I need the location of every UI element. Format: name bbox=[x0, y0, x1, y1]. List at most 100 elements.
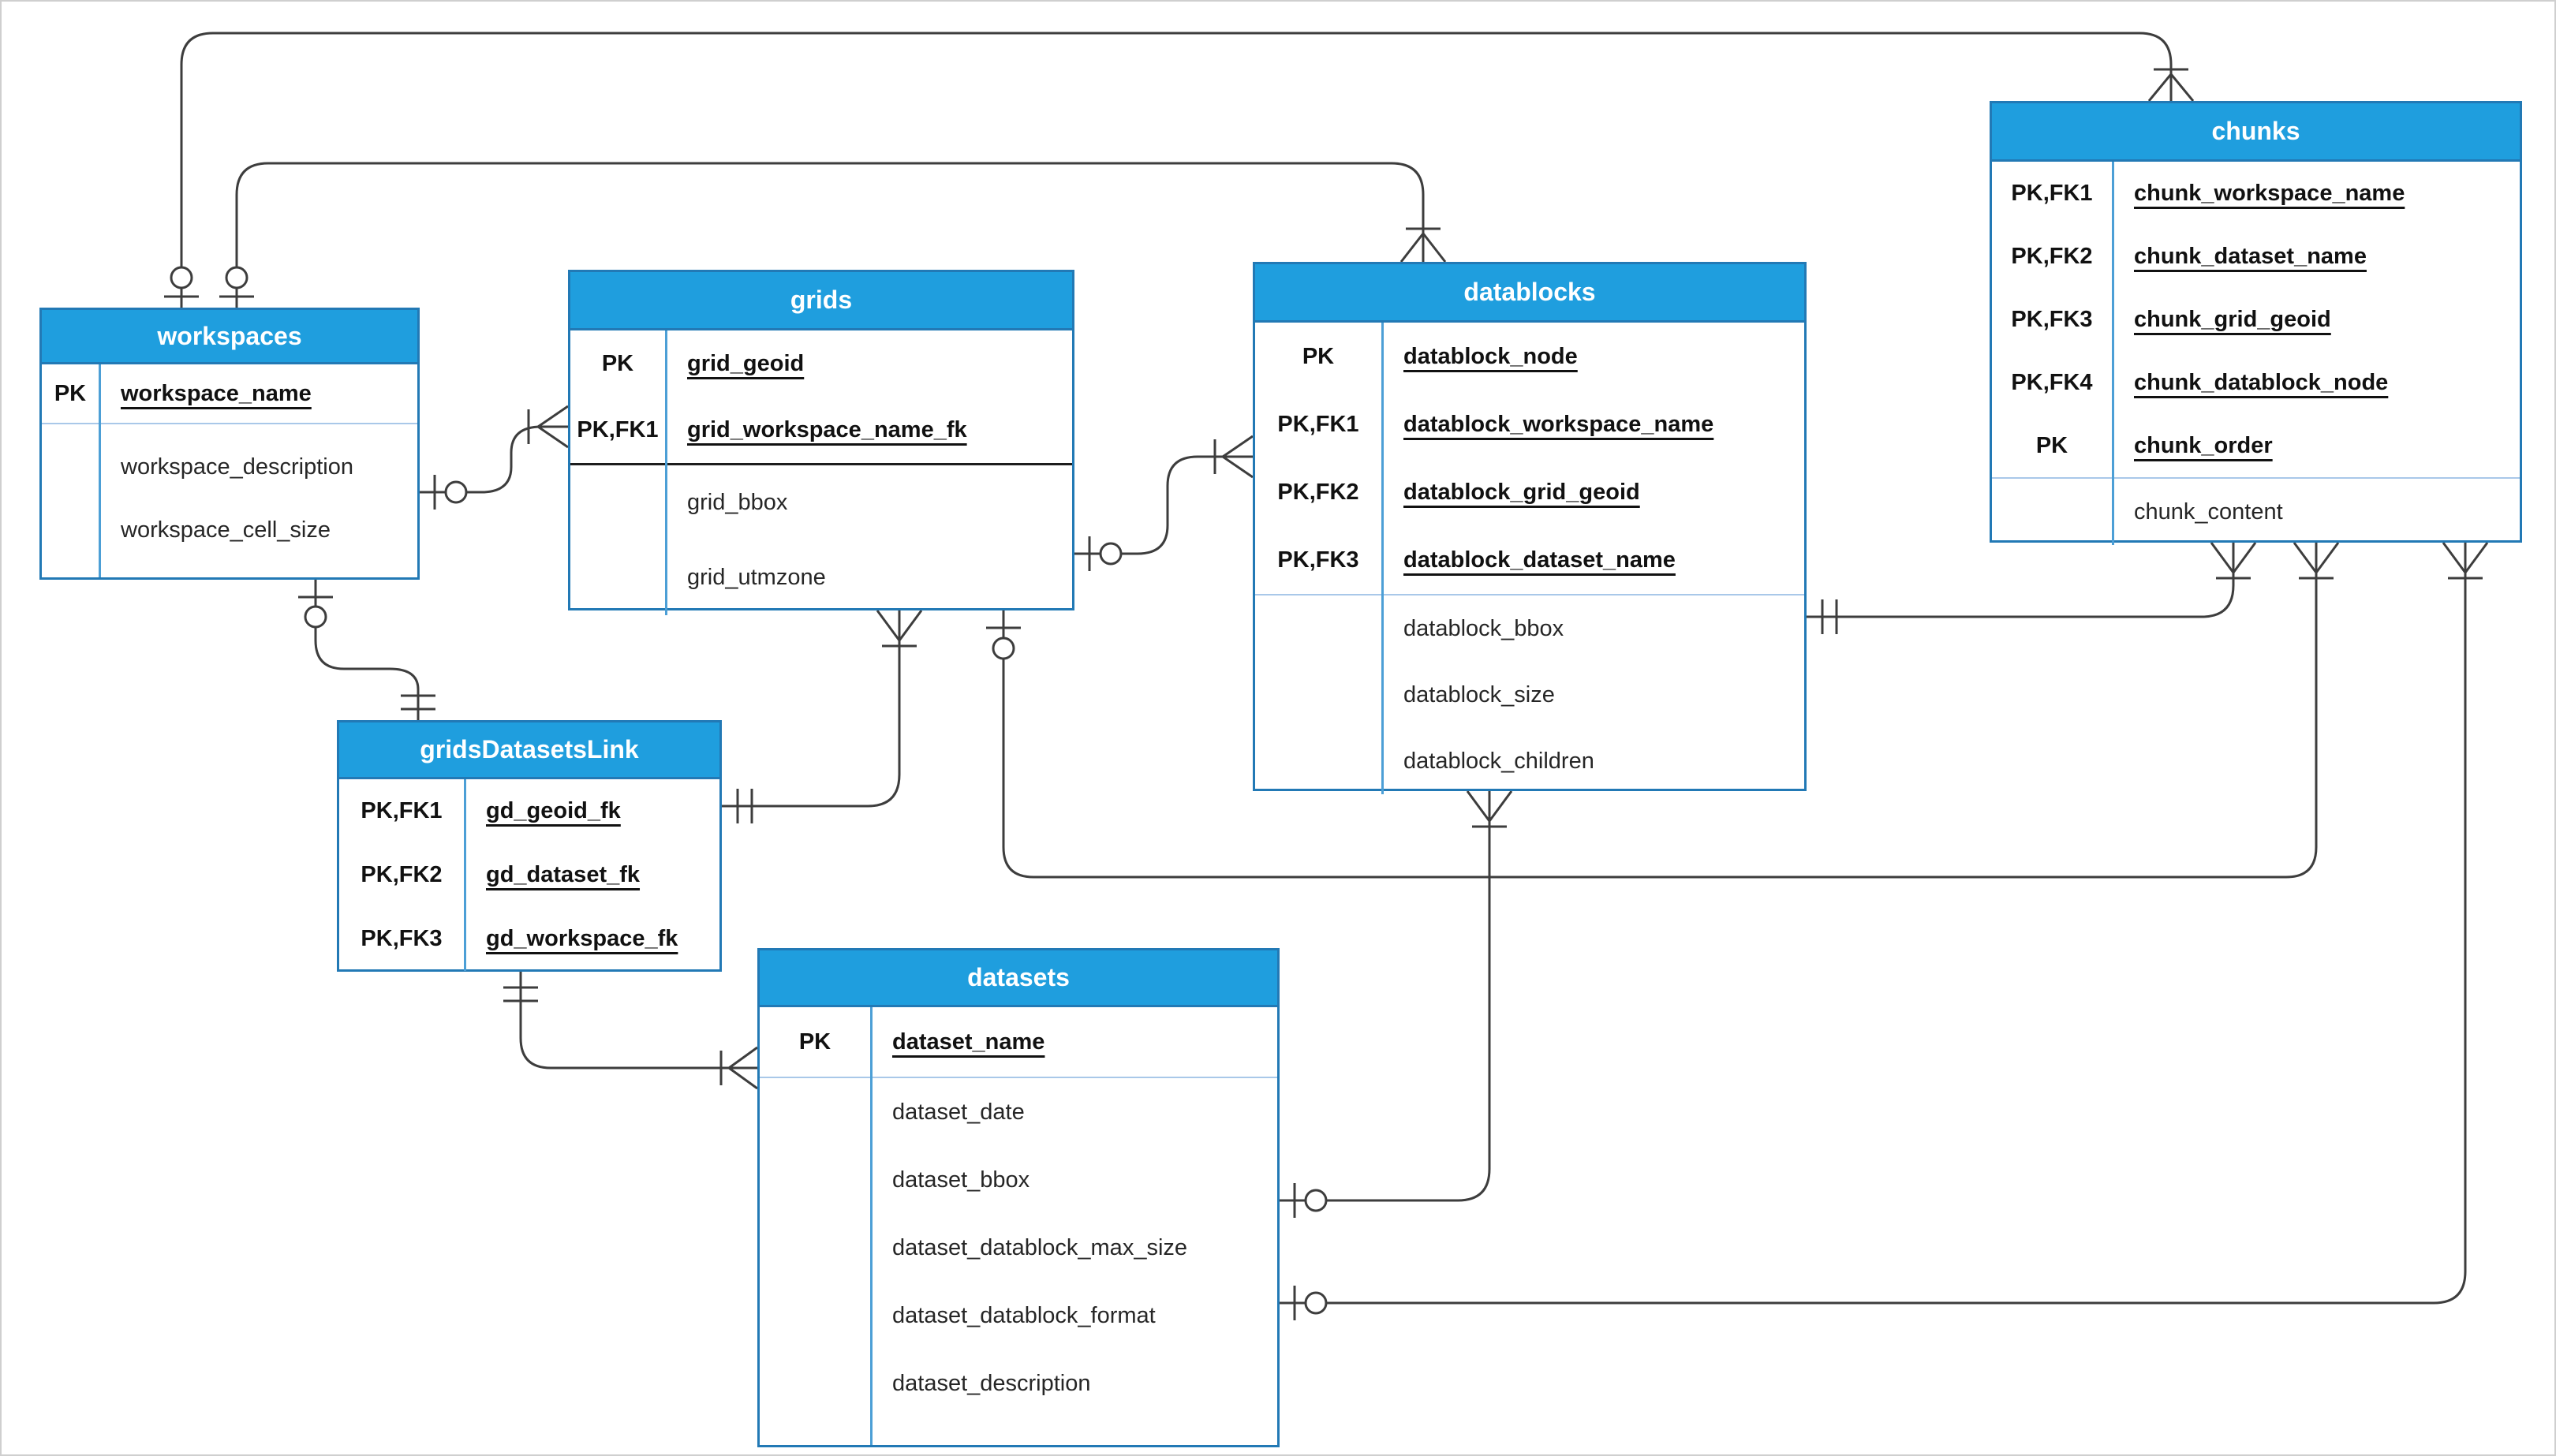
table-row: PK,FK2 datablock_grid_geoid bbox=[1255, 458, 1804, 526]
zero-circle-icon bbox=[444, 480, 468, 504]
key-label: PK,FK2 bbox=[1277, 479, 1359, 505]
field-name: datablock_node bbox=[1403, 343, 1578, 369]
table-row: dataset_datablock_max_size bbox=[760, 1214, 1277, 1282]
table-row: workspace_description bbox=[42, 435, 417, 498]
crow-foot-icon bbox=[1466, 790, 1513, 822]
key-label: PK,FK2 bbox=[2011, 243, 2093, 269]
field-name: gd_workspace_fk bbox=[486, 926, 678, 951]
column-divider bbox=[870, 1007, 873, 1445]
field-name: datablock_workspace_name bbox=[1403, 411, 1714, 437]
table-row: PK chunk_order bbox=[1992, 414, 2520, 477]
key-label: PK,FK3 bbox=[2011, 306, 2093, 332]
field-name: chunk_dataset_name bbox=[2134, 243, 2367, 269]
crow-foot-icon bbox=[2147, 73, 2195, 102]
field-name: datablock_grid_geoid bbox=[1403, 479, 1640, 505]
rel-gridsdatasetslink-datasets bbox=[503, 972, 758, 1090]
field-name: grid_geoid bbox=[687, 350, 805, 376]
table-row: PK,FK1 grid_workspace_name_fk bbox=[570, 397, 1072, 463]
table-row: dataset_bbox bbox=[760, 1146, 1277, 1214]
field-name: chunk_content bbox=[2134, 498, 2283, 525]
field-name: datablock_size bbox=[1403, 681, 1555, 707]
field-name: grid_workspace_name_fk bbox=[687, 416, 967, 442]
table-title: workspaces bbox=[42, 310, 417, 364]
key-label: PK bbox=[601, 350, 634, 376]
table-row: PK,FK3 chunk_grid_geoid bbox=[1992, 288, 2520, 351]
crow-foot-icon bbox=[1222, 435, 1254, 479]
section-divider bbox=[1992, 477, 2520, 479]
key-label: PK,FK3 bbox=[1277, 547, 1359, 573]
rel-gridsdatasetslink-grids bbox=[722, 610, 923, 823]
table-row: datablock_bbox bbox=[1255, 595, 1804, 662]
table-workspaces[interactable]: workspaces PK workspace_name workspace_d… bbox=[39, 308, 420, 580]
field-name: chunk_order bbox=[2134, 432, 2273, 458]
field-name: workspace_description bbox=[121, 454, 353, 480]
table-title: chunks bbox=[1992, 103, 2520, 162]
key-label: PK bbox=[1302, 343, 1335, 369]
key-label: PK bbox=[798, 1029, 831, 1055]
table-row: datablock_size bbox=[1255, 662, 1804, 728]
table-title: datablocks bbox=[1255, 264, 1804, 323]
table-title: gridsDatasetsLink bbox=[339, 722, 719, 779]
table-row: dataset_date bbox=[760, 1078, 1277, 1146]
column-divider bbox=[2112, 162, 2114, 545]
field-name: gd_dataset_fk bbox=[486, 862, 641, 887]
table-row: PK,FK4 chunk_datablock_node bbox=[1992, 351, 2520, 414]
key-label: PK,FK1 bbox=[361, 798, 443, 823]
rel-workspaces-chunks bbox=[164, 32, 2195, 308]
table-body: PK dataset_name dataset_date dataset_bbo… bbox=[760, 1007, 1277, 1445]
table-row: grid_bbox bbox=[570, 465, 1072, 540]
key-label: PK,FK1 bbox=[577, 416, 659, 442]
table-datablocks[interactable]: datablocks PK datablock_node PK,FK1 data… bbox=[1253, 262, 1807, 794]
zero-circle-icon bbox=[992, 637, 1015, 660]
table-row: datablock_children bbox=[1255, 728, 1804, 794]
rel-datablocks-chunks bbox=[1807, 542, 2257, 634]
column-divider bbox=[99, 364, 101, 577]
table-row: PK grid_geoid bbox=[570, 330, 1072, 397]
table-row: dataset_description bbox=[760, 1350, 1277, 1417]
crow-foot-icon bbox=[1399, 233, 1447, 263]
field-name: chunk_grid_geoid bbox=[2134, 306, 2331, 332]
table-body: PK workspace_name workspace_description … bbox=[42, 364, 417, 577]
table-chunks[interactable]: chunks PK,FK1 chunk_workspace_name PK,FK… bbox=[1990, 101, 2522, 545]
key-label: PK,FK1 bbox=[1277, 411, 1359, 437]
field-name: datablock_dataset_name bbox=[1403, 547, 1676, 573]
crow-foot-icon bbox=[537, 405, 569, 449]
table-body: PK,FK1 chunk_workspace_name PK,FK2 chunk… bbox=[1992, 162, 2520, 545]
rel-workspaces-grids bbox=[420, 405, 569, 510]
zero-circle-icon bbox=[304, 605, 327, 629]
table-gridsdatasetslink[interactable]: gridsDatasetsLink PK,FK1 gd_geoid_fk PK,… bbox=[337, 720, 722, 972]
key-label: PK,FK1 bbox=[2011, 180, 2093, 206]
field-name: dataset_datablock_max_size bbox=[892, 1234, 1188, 1260]
zero-circle-icon bbox=[170, 266, 193, 289]
table-body: PK grid_geoid PK,FK1 grid_workspace_name… bbox=[570, 330, 1072, 615]
field-name: dataset_bbox bbox=[892, 1167, 1030, 1193]
table-row: PK,FK1 chunk_workspace_name bbox=[1992, 162, 2520, 225]
table-body: PK datablock_node PK,FK1 datablock_works… bbox=[1255, 323, 1804, 794]
field-name: chunk_datablock_node bbox=[2134, 369, 2389, 395]
table-row: PK,FK3 gd_workspace_fk bbox=[339, 907, 719, 971]
column-divider bbox=[665, 330, 667, 615]
section-divider bbox=[42, 423, 417, 424]
rel-datasets-datablocks bbox=[1280, 790, 1513, 1218]
table-grids[interactable]: grids PK grid_geoid PK,FK1 grid_workspac… bbox=[568, 270, 1074, 615]
table-row: PK,FK3 datablock_dataset_name bbox=[1255, 526, 1804, 594]
table-title: grids bbox=[570, 272, 1072, 330]
field-name: workspace_name bbox=[121, 380, 312, 406]
table-row: PK,FK1 gd_geoid_fk bbox=[339, 779, 719, 843]
table-row: PK,FK2 gd_dataset_fk bbox=[339, 843, 719, 907]
table-body: PK,FK1 gd_geoid_fk PK,FK2 gd_dataset_fk … bbox=[339, 779, 719, 971]
key-label: PK,FK4 bbox=[2011, 369, 2093, 395]
field-name: datablock_bbox bbox=[1403, 615, 1564, 641]
table-row: workspace_cell_size bbox=[42, 498, 417, 562]
field-name: grid_utmzone bbox=[687, 565, 826, 590]
crow-foot-icon bbox=[2210, 542, 2257, 573]
table-datasets[interactable]: datasets PK dataset_name dataset_date da… bbox=[757, 948, 1280, 1447]
table-row: PK,FK1 datablock_workspace_name bbox=[1255, 390, 1804, 458]
crow-foot-icon bbox=[2442, 542, 2489, 573]
section-divider bbox=[1255, 594, 1804, 595]
field-name: dataset_datablock_format bbox=[892, 1302, 1156, 1328]
field-name: grid_bbox bbox=[687, 490, 788, 515]
field-name: dataset_date bbox=[892, 1099, 1025, 1125]
table-row: dataset_datablock_format bbox=[760, 1282, 1277, 1350]
